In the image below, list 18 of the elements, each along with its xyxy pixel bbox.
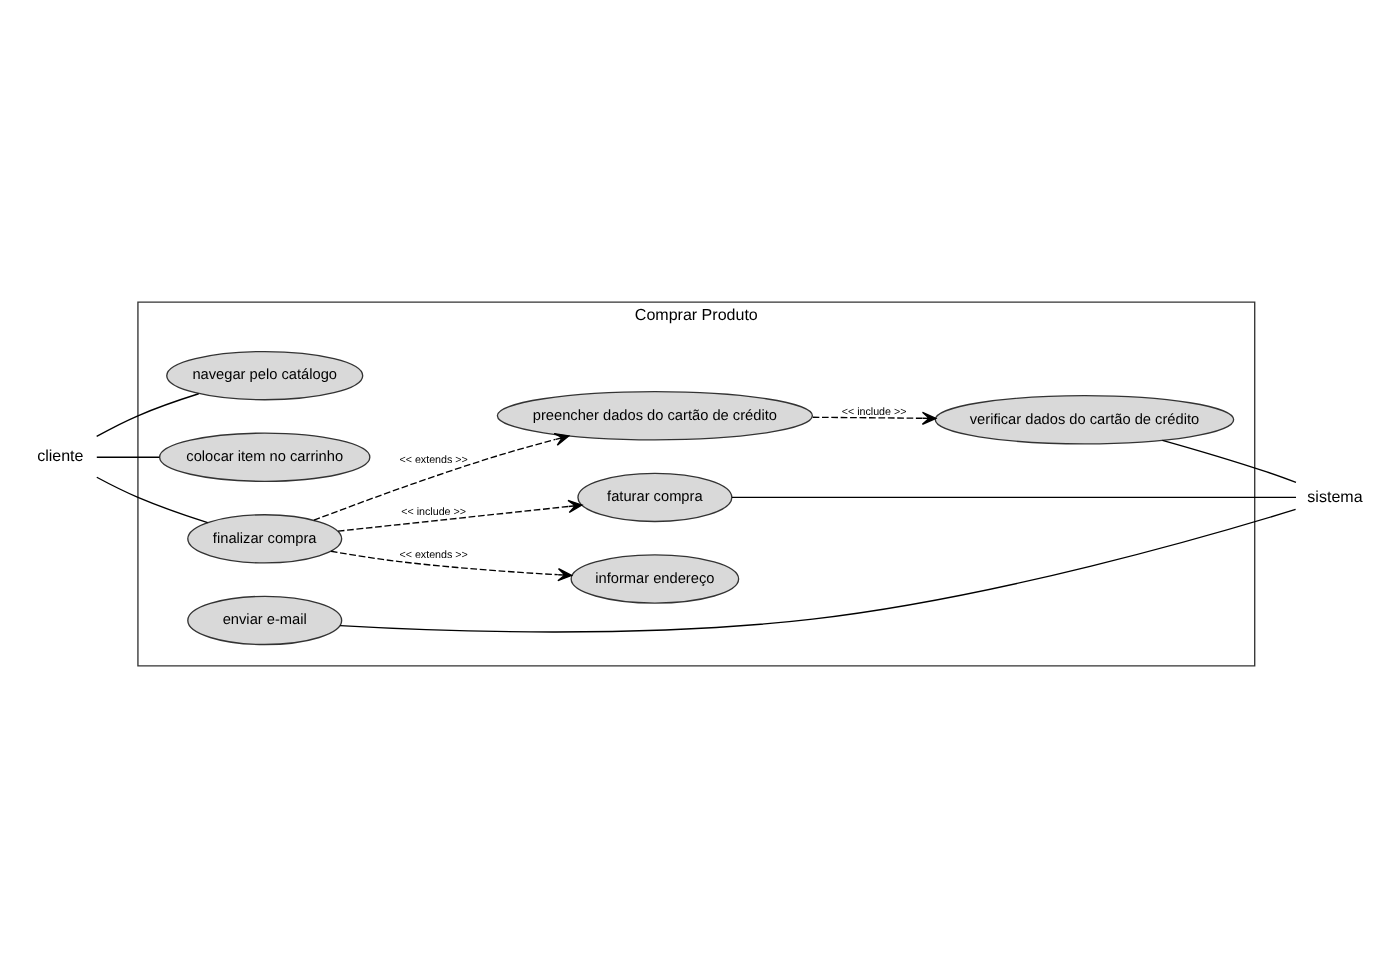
arrow <box>337 498 583 531</box>
connector <box>96 455 160 457</box>
node-ellipse: finalizar compra <box>187 513 343 563</box>
arrow <box>330 549 573 581</box>
node-ellipse: preencher dados do cartão de crédito <box>496 390 814 440</box>
node-ellipse: verificar dados do cartão de crédito <box>934 394 1235 444</box>
node-ellipse: faturar compra <box>577 471 733 522</box>
node-ellipse: enviar e-mail <box>187 594 343 645</box>
connector <box>96 475 209 523</box>
node-ellipse: informar endereço <box>570 553 740 603</box>
node-ellipse: navegar pelo catálogo <box>166 349 364 400</box>
node-ellipse: colocar item no carrinho <box>158 431 371 481</box>
arrow <box>313 431 570 520</box>
connector <box>1161 438 1297 483</box>
arrow <box>812 410 937 424</box>
connector <box>731 495 1297 498</box>
connector <box>339 507 1297 632</box>
connector <box>96 392 200 437</box>
